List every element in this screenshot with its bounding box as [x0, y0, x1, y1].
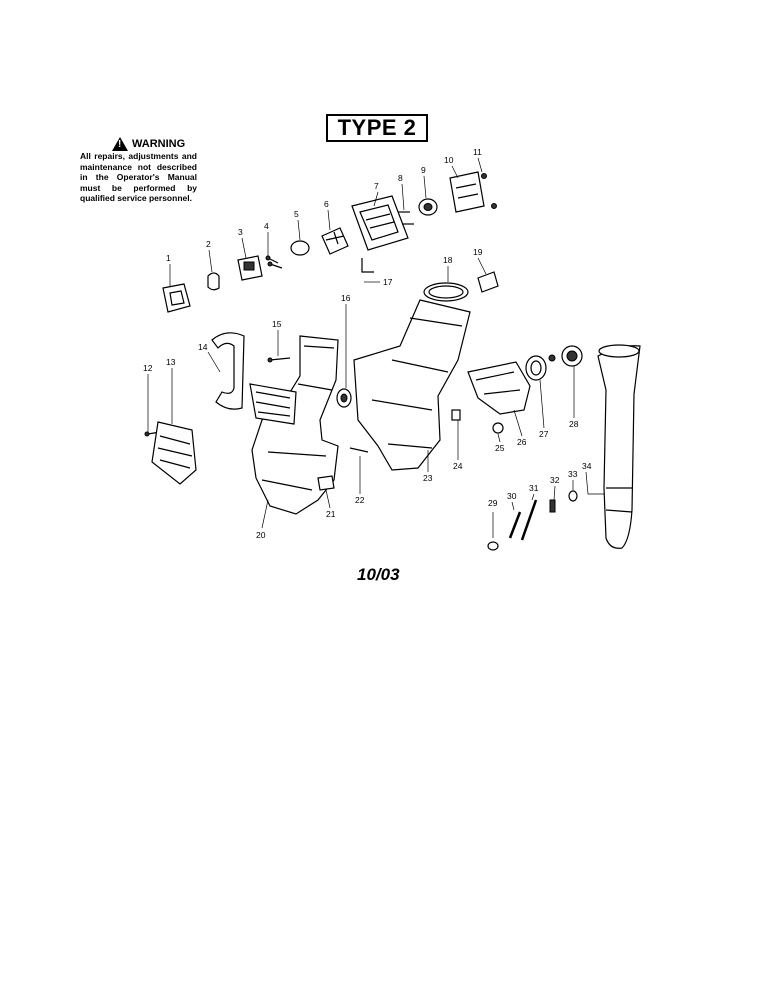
part-33-cap [568, 490, 578, 502]
callout-32: 32 [550, 475, 560, 485]
part-1-gasket [162, 283, 191, 313]
callout-33: 33 [568, 469, 578, 479]
part-25-nut [492, 422, 504, 434]
part-13-filter-cover [151, 421, 197, 485]
callout-2: 2 [206, 239, 211, 249]
leader-lines [147, 157, 604, 529]
callout-28: 28 [569, 419, 579, 429]
part-11-screws [481, 173, 497, 209]
callout-24: 24 [453, 461, 463, 471]
callout-34: 34 [582, 461, 592, 471]
part-2-knob [207, 272, 220, 291]
callout-17: 17 [383, 277, 393, 287]
part-3-bracket [237, 255, 263, 281]
callout-23: 23 [423, 473, 433, 483]
part-28-bearing [548, 345, 583, 367]
callout-8: 8 [398, 173, 403, 183]
callout-3: 3 [238, 227, 243, 237]
part-19-knob [477, 271, 499, 293]
callout-4: 4 [264, 221, 269, 231]
callout-numbers: 1 2 3 4 5 6 7 8 9 10 11 12 13 14 15 16 1… [143, 147, 592, 540]
callout-21: 21 [326, 509, 336, 519]
part-31-tube [520, 499, 538, 541]
part-22-pin [349, 447, 369, 453]
warning-icon [112, 137, 128, 151]
callout-30: 30 [507, 491, 517, 501]
callout-25: 25 [495, 443, 505, 453]
warning-heading-text: WARNING [132, 138, 186, 150]
warning-heading: WARNING [112, 137, 185, 151]
callout-20: 20 [256, 530, 266, 540]
part-29-washer [487, 512, 499, 551]
part-16-fan [336, 388, 352, 408]
callout-5: 5 [294, 209, 299, 219]
callout-26: 26 [517, 437, 527, 447]
part-30-tube [508, 511, 522, 539]
callout-13: 13 [166, 357, 176, 367]
callout-19: 19 [473, 247, 483, 257]
part-15-screw [267, 357, 291, 363]
callout-6: 6 [324, 199, 329, 209]
callout-14: 14 [198, 342, 208, 352]
callout-31: 31 [529, 483, 539, 493]
part-23-blower-housing [353, 299, 471, 471]
callout-16: 16 [341, 293, 351, 303]
callout-29: 29 [488, 498, 498, 508]
part-24-clip [451, 409, 461, 421]
part-10-plate [449, 171, 485, 213]
part-34-nozzle [597, 344, 641, 549]
callout-18: 18 [443, 255, 453, 265]
callout-9: 9 [421, 165, 426, 175]
callout-11: 11 [473, 147, 482, 157]
date-code: 10/03 [357, 565, 400, 584]
part-26-adapter [467, 361, 531, 415]
part-8-screws [398, 211, 414, 225]
part-18-ring [423, 282, 469, 302]
part-5-plug [290, 240, 310, 256]
diagram-title: TYPE 2 [326, 114, 428, 142]
part-17-clip [361, 258, 374, 273]
part-20-blower-housing [249, 335, 339, 515]
part-27-ring [525, 355, 547, 381]
part-14-handle [211, 332, 245, 410]
part-6-switch [321, 227, 349, 255]
part-21-bracket [317, 475, 335, 491]
callout-10: 10 [444, 155, 454, 165]
callout-1: 1 [166, 253, 171, 263]
part-7-housing [351, 195, 409, 251]
warning-text: All repairs, adjustments and maintenance… [80, 151, 197, 203]
part-4-screw [265, 255, 283, 269]
callout-27: 27 [539, 429, 549, 439]
callout-12: 12 [143, 363, 153, 373]
callout-22: 22 [355, 495, 365, 505]
part-9-washer [418, 198, 438, 216]
callout-15: 15 [272, 319, 282, 329]
callout-7: 7 [374, 181, 379, 191]
part-32-spring [549, 499, 556, 513]
